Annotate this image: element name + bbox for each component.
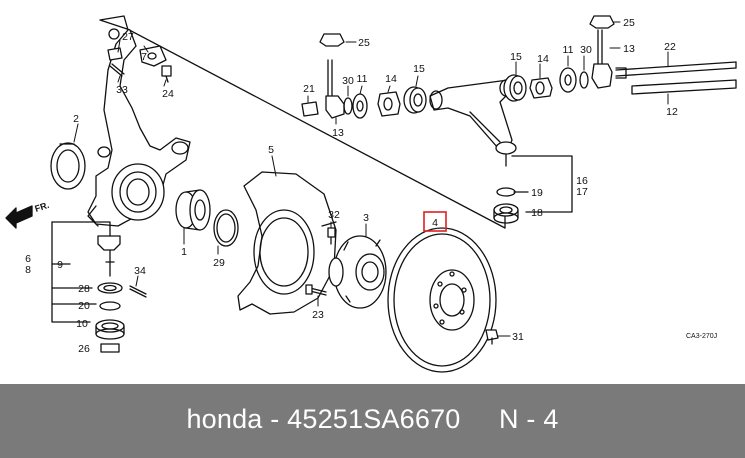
callout-32: 32 (328, 209, 340, 221)
callout-30-left: 30 (342, 75, 354, 87)
bushing-11-left (352, 93, 368, 119)
callout-24: 24 (162, 88, 174, 100)
bushing-15-right (503, 74, 527, 102)
upper-control-arm (429, 79, 517, 167)
disc-screw (305, 284, 327, 296)
callout-bracket-upper (511, 155, 573, 213)
boot-28 (97, 282, 123, 294)
callout-12: 12 (666, 106, 678, 118)
steering-knuckle (87, 15, 191, 227)
leader-lines (73, 21, 669, 337)
highlight-box-4 (423, 211, 447, 232)
callout-18: 18 (531, 207, 543, 219)
part-info-text: honda - 45251SA6670 N - 4 (0, 404, 745, 435)
washer-30-left (343, 97, 353, 115)
guide-line (117, 23, 506, 229)
brake-disc (387, 227, 497, 373)
seal-10 (95, 319, 125, 340)
long-bolt-22 (615, 61, 737, 79)
callout-31: 31 (512, 331, 524, 343)
callout-25-left: 25 (358, 37, 370, 49)
callout-33: 33 (116, 84, 128, 96)
wheel-hub (328, 235, 387, 309)
callout-6: 6 (25, 253, 31, 265)
bolt-21 (301, 101, 319, 117)
callout-11-left: 11 (357, 73, 368, 85)
bracket-bolt (161, 65, 172, 83)
callout-15-right: 15 (510, 51, 522, 63)
callout-16: 16 (576, 175, 588, 187)
callout-7: 7 (141, 51, 147, 63)
bushing-14-right (529, 77, 553, 99)
hub-bearing (175, 189, 211, 231)
callout-17: 17 (576, 186, 588, 198)
callout-28: 28 (78, 283, 90, 295)
callout-2: 2 (73, 113, 79, 125)
bushing-14-left (377, 91, 401, 117)
footer-separator: - (270, 404, 280, 434)
upper-nut-25-right (589, 15, 615, 29)
callout-27: 27 (122, 31, 134, 43)
callout-26: 26 (78, 343, 90, 355)
parts-diagram: 27 33 7 24 2 25 21 30 11 14 15 13 15 14 … (5, 15, 737, 373)
callout-15-left: 15 (413, 63, 425, 75)
clip-20 (99, 301, 121, 311)
washer-30-right (579, 71, 589, 89)
boot-18 (493, 203, 519, 224)
bushing-11-right (559, 67, 577, 93)
diagram-code: CA3-270J (686, 333, 717, 340)
pin-34 (129, 285, 147, 298)
snap-ring (213, 209, 239, 247)
caliper-bolt (485, 329, 499, 345)
splash-guard (237, 171, 337, 315)
callout-21: 21 (303, 83, 315, 95)
callout-1: 1 (181, 246, 187, 258)
callout-9: 9 (57, 259, 63, 271)
hub-seal (50, 142, 86, 190)
part-info-footer: honda - 45251SA6670 N - 4 (0, 384, 745, 458)
callout-labels: 27 33 7 24 2 25 21 30 11 14 15 13 15 14 … (25, 17, 678, 355)
callout-30-right: 30 (580, 44, 592, 56)
callout-3: 3 (363, 212, 369, 224)
upper-nut-25 (319, 33, 345, 47)
callout-23: 23 (312, 309, 324, 321)
brake-hose-bracket (139, 45, 167, 67)
callout-14-right: 14 (537, 53, 549, 65)
cotter-pin (109, 63, 125, 77)
nut-26 (100, 343, 120, 353)
lower-ball-joint (97, 235, 121, 277)
brand-name: honda (186, 404, 263, 434)
callout-13-right: 13 (623, 43, 635, 55)
callout-8: 8 (25, 264, 31, 276)
callout-bracket-lower (51, 221, 111, 323)
callout-10: 10 (76, 318, 88, 330)
callout-20: 20 (78, 300, 90, 312)
callout-13-left: 13 (332, 127, 344, 139)
shaft-12 (631, 79, 737, 95)
front-direction-arrow-icon (5, 205, 33, 229)
bushing-15-left (403, 86, 427, 114)
callout-34: 34 (134, 265, 146, 277)
callout-5: 5 (268, 144, 274, 156)
position-label: N - 4 (499, 404, 559, 434)
callout-29: 29 (213, 257, 225, 269)
callout-25-right: 25 (623, 17, 635, 29)
callout-22: 22 (664, 41, 676, 53)
part-number: 45251SA6670 (287, 404, 461, 434)
exploded-view-drawing: 27 33 7 24 2 25 21 30 11 14 15 13 15 14 … (5, 15, 737, 373)
callout-11-right: 11 (563, 44, 574, 56)
stud-13-right (591, 29, 613, 89)
stud-13-left (325, 59, 345, 119)
castle-nut (107, 47, 123, 61)
front-direction-label: FR. (34, 200, 51, 214)
callout-19: 19 (531, 187, 543, 199)
callout-4: 4 (432, 217, 438, 229)
clip-19 (496, 187, 516, 197)
callout-14-left: 14 (385, 73, 397, 85)
